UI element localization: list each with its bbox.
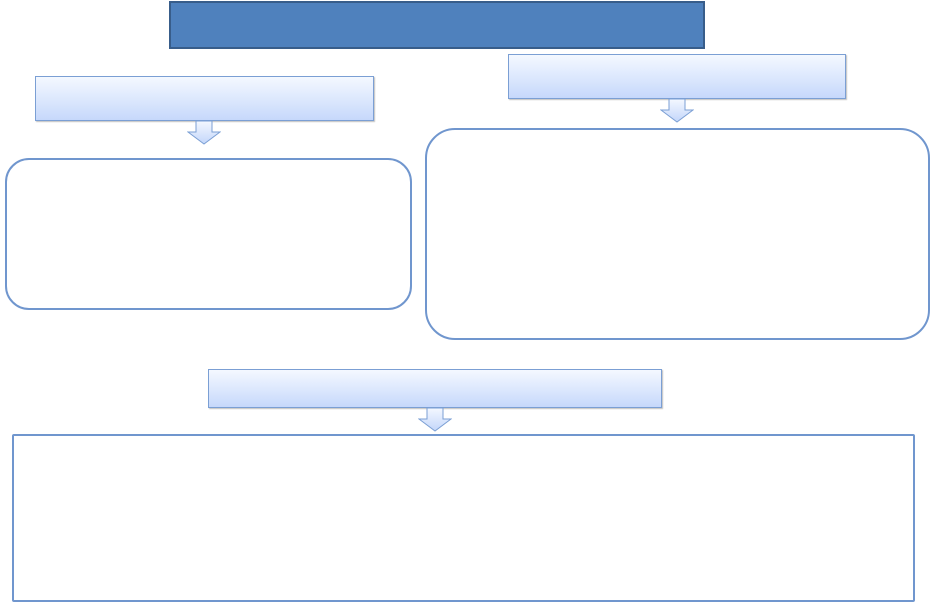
down-arrow-icon: [187, 121, 221, 145]
bottom-content-box: [12, 434, 915, 602]
right-label-box: [508, 54, 846, 99]
left-label-box: [35, 76, 374, 121]
down-arrow-icon: [660, 99, 694, 123]
down-arrow-icon: [418, 408, 452, 432]
diagram-title: [169, 1, 705, 49]
bottom-label-box: [208, 369, 662, 408]
right-content-box: [425, 128, 930, 340]
left-content-box: [5, 158, 412, 310]
